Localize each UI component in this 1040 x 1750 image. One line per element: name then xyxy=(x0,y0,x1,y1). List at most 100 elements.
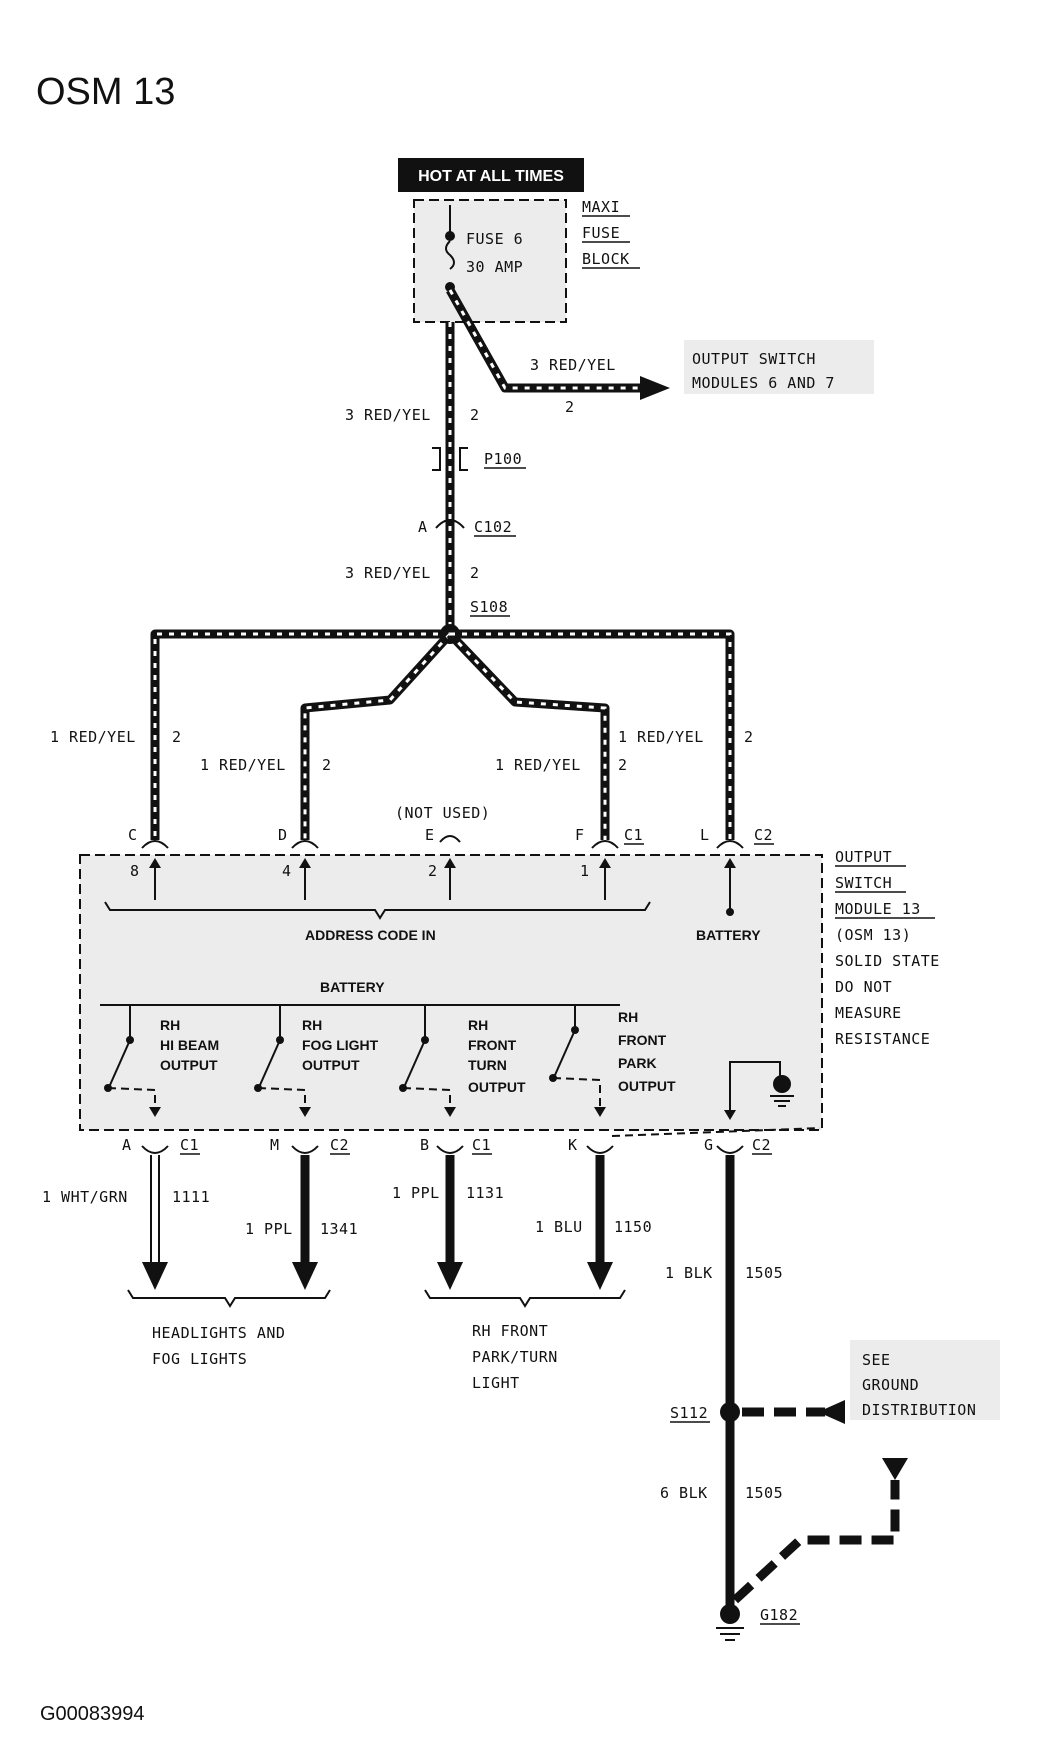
branch-wire-label: 3 RED/YEL xyxy=(530,356,616,374)
branch-target-box xyxy=(684,340,874,394)
pin-e-connector-icon xyxy=(439,835,461,843)
out-pin-k: K xyxy=(568,1136,578,1154)
wire-1131-circuit: 1131 xyxy=(466,1184,504,1202)
internal-ground-icon xyxy=(773,1075,791,1093)
main-feed-wire-label: 3 RED/YEL xyxy=(345,406,431,424)
out-conn-b: C1 xyxy=(472,1136,491,1154)
module-line-1: OUTPUT xyxy=(835,848,892,866)
ground-wire1-circuit: 1505 xyxy=(745,1264,783,1282)
wire-1111-circuit: 1111 xyxy=(172,1188,210,1206)
see-line-3: DISTRIBUTION xyxy=(862,1401,976,1419)
wire-1341-circuit: 1341 xyxy=(320,1220,358,1238)
output-3-line-3: TURN xyxy=(468,1057,507,1073)
hot-at-all-times-banner xyxy=(398,158,584,192)
module-line-6: DO NOT xyxy=(835,978,892,996)
module-line-8: RESISTANCE xyxy=(835,1030,930,1048)
out-conn-a: C1 xyxy=(180,1136,199,1154)
fuse-label: FUSE 6 xyxy=(466,230,523,248)
pin-l: L xyxy=(700,826,710,844)
ground-wire2-label: 6 BLK xyxy=(660,1484,708,1502)
output-1-line-1: RH xyxy=(160,1017,180,1033)
wire-to-pin-f xyxy=(446,630,610,840)
branch-target-line-2: MODULES 6 AND 7 xyxy=(692,374,835,392)
dest-brace-right xyxy=(424,1289,626,1308)
main-feed-wire2-label: 3 RED/YEL xyxy=(345,564,431,582)
see-line-2: GROUND xyxy=(862,1376,919,1394)
out-pin-m: M xyxy=(270,1136,280,1154)
output-4-line-1: RH xyxy=(618,1009,638,1025)
fuse-6-icon xyxy=(445,240,455,270)
output-wire-1131 xyxy=(437,1155,463,1290)
output-4-line-3: PARK xyxy=(618,1055,657,1071)
internal-ground-path xyxy=(729,1061,781,1118)
output-1-line-2: HI BEAM xyxy=(160,1037,219,1053)
battery-top-label: BATTERY xyxy=(696,927,761,943)
ground-return-arrow xyxy=(882,1458,908,1480)
output-3-line-1: RH xyxy=(468,1017,488,1033)
s112-label: S112 xyxy=(670,1404,708,1422)
wire-c-label: 1 RED/YEL xyxy=(50,728,136,746)
dest-left-line-1: HEADLIGHTS AND xyxy=(152,1324,285,1342)
pin-f: F xyxy=(575,826,585,844)
wire-1150-circuit: 1150 xyxy=(614,1218,652,1236)
ground-wire1-label: 1 BLK xyxy=(665,1264,713,1282)
branch-circuit: 2 xyxy=(565,398,575,416)
block-line-1: MAXI xyxy=(582,198,620,216)
address-inputs xyxy=(149,858,736,916)
pin-c-connector-icon xyxy=(141,840,169,849)
fuse-amp: 30 AMP xyxy=(466,258,523,276)
main-feed-circuit2: 2 xyxy=(470,564,480,582)
main-feed-circuit: 2 xyxy=(470,406,480,424)
ground-dashed-return xyxy=(731,1480,900,1604)
block-line-2: FUSE xyxy=(582,224,620,242)
wire-1131-label: 1 PPL xyxy=(392,1184,440,1202)
ground-connector-icon xyxy=(716,1145,744,1154)
wire-1150-label: 1 BLU xyxy=(535,1218,583,1236)
g182-label: G182 xyxy=(760,1606,798,1624)
p100-connector-icon xyxy=(432,447,468,471)
output-4-line-4: OUTPUT xyxy=(618,1078,676,1094)
dest-brace-left xyxy=(127,1289,331,1308)
code-1: 1 xyxy=(580,862,590,880)
battery-bus-label: BATTERY xyxy=(320,979,385,995)
out-pin-b: B xyxy=(420,1136,430,1154)
module-line-2: SWITCH xyxy=(835,874,892,892)
s112-splice xyxy=(720,1402,740,1422)
output-switches xyxy=(104,1005,606,1117)
block-line-3: BLOCK xyxy=(582,250,630,268)
figure-id: G00083994 xyxy=(40,1703,145,1725)
connector-c2-top: C2 xyxy=(754,826,773,844)
connector-c1-top: C1 xyxy=(624,826,643,844)
out-b-connector-icon xyxy=(436,1145,464,1154)
module-line-4: (OSM 13) xyxy=(835,926,911,944)
not-used-label: (NOT USED) xyxy=(395,804,490,822)
fuse-terminal-top xyxy=(445,231,455,241)
module-line-7: MEASURE xyxy=(835,1004,902,1022)
pin-l-connector-icon xyxy=(716,840,744,849)
maxi-fuse-block xyxy=(413,199,567,323)
ground-pin-g: G xyxy=(704,1136,714,1154)
pin-d: D xyxy=(278,826,288,844)
output-1-line-3: OUTPUT xyxy=(160,1057,218,1073)
out-m-connector-icon xyxy=(291,1145,319,1154)
wire-l-label: 1 RED/YEL xyxy=(618,728,704,746)
branch-target-line-1: OUTPUT SWITCH xyxy=(692,350,816,368)
wire-l-circuit: 2 xyxy=(744,728,754,746)
output-3-line-2: FRONT xyxy=(468,1037,517,1053)
output-2-line-1: RH xyxy=(302,1017,322,1033)
wire-f-label: 1 RED/YEL xyxy=(495,756,581,774)
output-switch-module-13 xyxy=(79,854,823,1131)
branch-arrow xyxy=(640,376,670,400)
s108-label: S108 xyxy=(470,598,508,616)
g182-ground-icon xyxy=(720,1604,740,1624)
wire-1341-label: 1 PPL xyxy=(245,1220,293,1238)
ground-conn: C2 xyxy=(752,1136,771,1154)
output-2-line-3: OUTPUT xyxy=(302,1057,360,1073)
dest-left-line-2: FOG LIGHTS xyxy=(152,1350,247,1368)
output-3-line-4: OUTPUT xyxy=(468,1079,526,1095)
output-4-line-2: FRONT xyxy=(618,1032,667,1048)
page-title: OSM 13 xyxy=(36,71,175,113)
code-4: 4 xyxy=(282,862,292,880)
pin-f-connector-icon xyxy=(591,840,619,849)
